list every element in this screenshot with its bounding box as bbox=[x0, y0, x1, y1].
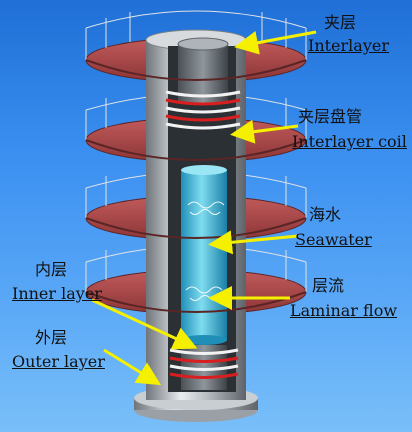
label-seawater-cn: 海水 bbox=[309, 205, 342, 224]
platforms-front bbox=[85, 59, 307, 313]
label-inner-layer-cn: 内层 bbox=[35, 260, 68, 279]
label-interlayer-cn: 夹层 bbox=[324, 13, 357, 32]
label-interlayer-coil-en: Interlayer coil bbox=[292, 132, 407, 151]
label-laminar-flow-en: Laminar flow bbox=[290, 301, 398, 320]
arrow-interlayer bbox=[234, 30, 317, 55]
label-seawater-en: Seawater bbox=[295, 230, 372, 249]
label-laminar-flow-cn: 层流 bbox=[312, 276, 345, 295]
label-interlayer-coil-cn: 夹层盘管 bbox=[298, 107, 363, 126]
interlayer-coil-lower bbox=[169, 348, 239, 379]
label-outer-layer-cn: 外层 bbox=[35, 328, 68, 347]
arrow-outer-layer bbox=[103, 348, 162, 386]
arrow-seawater bbox=[208, 230, 299, 255]
label-outer-layer-en: Outer layer bbox=[12, 352, 105, 371]
arrow-interlayer-coil bbox=[230, 119, 299, 144]
callout-arrows bbox=[91, 30, 317, 386]
arrow-inner-layer bbox=[91, 298, 198, 350]
label-interlayer-en: Interlayer bbox=[308, 36, 389, 55]
label-inner-layer-en: Inner layer bbox=[12, 284, 102, 303]
